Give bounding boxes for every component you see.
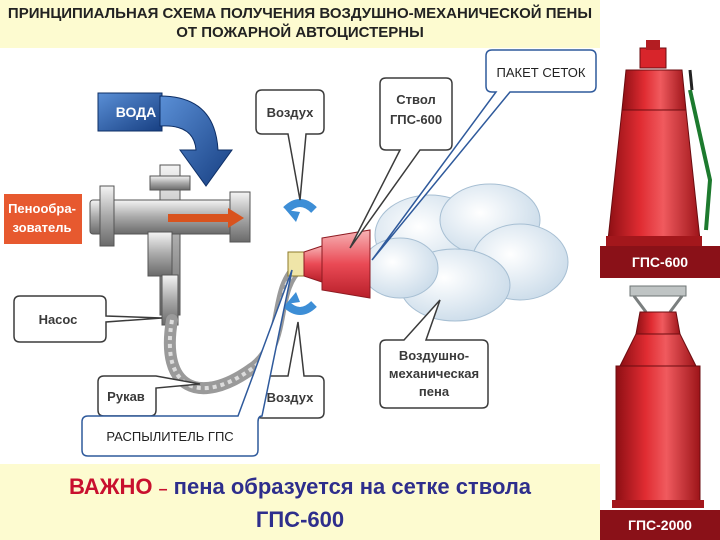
mesh-pack-label: ПАКЕТ СЕТОК [497,65,586,80]
important-dash: – [158,481,168,498]
air-swirl-bottom [283,292,317,315]
callout-mesh-pack [371,49,597,261]
gps600-label-bg [600,246,720,278]
gps2000-device-photo [612,285,704,508]
gps600-label: ГПС-600 [631,254,689,270]
callout-pump [13,295,163,343]
callout-air-top [255,89,325,201]
foam-concentrate-box [4,194,82,244]
important-text-1: пена образуется на сетке ствола [173,474,532,499]
title-band [0,0,600,48]
foam-label-1: Воздушно- [399,348,469,363]
water-label: ВОДА [116,104,157,120]
nozzle-label-1: Ствол [396,92,435,107]
important-note: ВАЖНО – пена образуется на сетке ствола … [0,472,600,535]
important-word: ВАЖНО [68,474,153,499]
page-title: ПРИНЦИПИАЛЬНАЯ СХЕМА ПОЛУЧЕНИЯ ВОЗДУШНО-… [0,4,600,42]
title-line-2: ОТ ПОЖАРНОЙ АВТОЦИСТЕРНЫ [176,24,424,41]
foam-concentrate-label-2: зователь [13,220,72,235]
foam-label-2: механическая [389,366,479,381]
gps600-device-photo [606,40,713,246]
callout-hose [97,375,201,417]
gps2000-label-bg [600,510,720,540]
foam-label-3: пена [419,384,450,399]
gps-nozzle [287,229,371,299]
air-label-bottom: Воздух [267,390,314,405]
important-band [0,464,600,540]
important-line-2: ГПС-600 [255,507,345,532]
air-swirl-top [283,199,317,222]
important-line-1: ВАЖНО – пена образуется на сетке ствола [0,472,600,505]
gps2000-label: ГПС-2000 [628,517,692,533]
title-line-1: ПРИНЦИПИАЛЬНАЯ СХЕМА ПОЛУЧЕНИЯ ВОЗДУШНО-… [7,5,593,22]
callout-sprayer [81,269,293,457]
foam-concentrate-label-1: Пенообра- [8,201,76,216]
water-inflow [97,92,233,187]
nozzle-label-2: ГПС-600 [390,112,442,127]
foam-mixer-assembly [89,164,251,326]
foam-cloud [361,183,569,322]
air-label-top: Воздух [267,105,314,120]
hose-label: Рукав [107,389,145,404]
callout-nozzle [349,77,453,249]
callout-foam [379,299,489,409]
sprayer-label: РАСПЫЛИТЕЛЬ ГПС [106,429,233,444]
pump-label: Насос [39,312,78,327]
